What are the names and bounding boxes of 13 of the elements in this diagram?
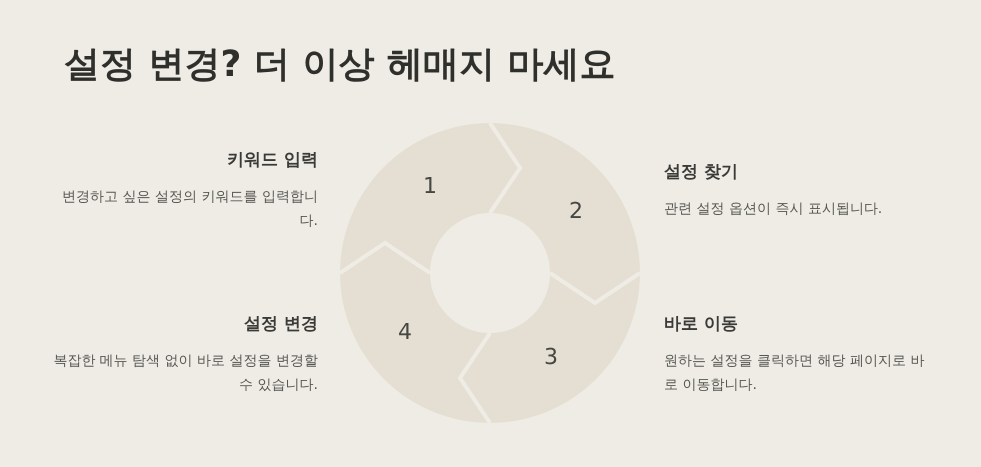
step-description: 원하는 설정을 클릭하면 해당 페이지로 바로 이동합니다. — [664, 352, 926, 395]
title: 설정 변경? 더 이상 헤매지 마세요 — [64, 43, 616, 87]
step-number: 1 — [423, 176, 437, 198]
step-number: 2 — [569, 201, 583, 223]
step-heading: 바로 이동 — [664, 313, 739, 335]
step-heading: 설정 찾기 — [664, 161, 739, 183]
step-number: 3 — [544, 347, 558, 369]
step-heading: 설정 변경 — [243, 313, 318, 335]
step-description: 관련 설정 옵션이 즉시 표시됩니다. — [664, 200, 884, 219]
step-description: 복잡한 메뉴 탐색 없이 바로 설정을 변경할 수 있습니다. — [53, 352, 318, 395]
step-heading: 키워드 입력 — [226, 149, 318, 171]
step-number: 4 — [398, 322, 412, 344]
step-description: 변경하고 싶은 설정의 키워드를 입력합니다. — [61, 188, 318, 231]
